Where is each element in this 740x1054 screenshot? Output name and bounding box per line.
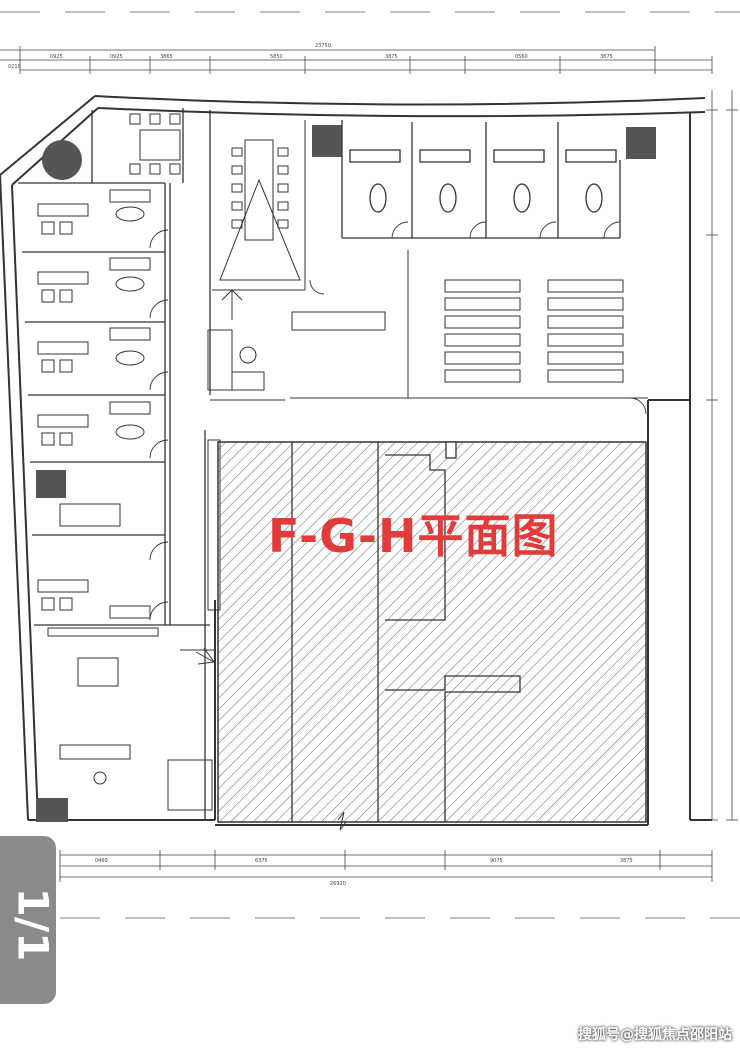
dimension-lines-right <box>706 90 738 821</box>
left-room-furniture <box>37 189 159 785</box>
source-watermark: 搜狐号@搜狐焦点邵阳站 <box>578 1027 732 1043</box>
svg-text:0460: 0460 <box>95 858 108 864</box>
dimension-lines-top <box>0 46 713 74</box>
break-line <box>337 811 347 831</box>
building-outline <box>0 95 712 826</box>
dimension-lines-bottom <box>59 850 713 882</box>
entry-arrows <box>195 289 243 665</box>
svg-text:0925: 0925 <box>110 54 123 60</box>
page-guide-lines <box>0 11 740 919</box>
svg-text:26920: 26920 <box>330 881 346 887</box>
reception-area <box>207 311 386 401</box>
svg-text:6375: 6375 <box>255 858 268 864</box>
corridor <box>167 439 221 811</box>
svg-text:0210: 0210 <box>8 64 21 70</box>
svg-text:9075: 9075 <box>490 858 503 864</box>
top-right-offices <box>341 120 621 239</box>
hatched-area <box>217 441 647 823</box>
left-office-rooms <box>18 108 211 820</box>
svg-text:3875: 3875 <box>385 54 398 60</box>
small-meeting-room <box>129 113 181 175</box>
svg-text:3875: 3875 <box>620 858 633 864</box>
open-workstations <box>290 250 648 399</box>
plan-title: F-G-H平面图 <box>268 509 559 563</box>
page-indicator-text: 1/1 <box>8 887 58 962</box>
svg-text:3875: 3875 <box>600 54 613 60</box>
door-swings <box>149 221 647 621</box>
svg-text:3865: 3865 <box>160 54 173 60</box>
svg-text:23750: 23750 <box>315 43 331 49</box>
page-indicator-badge: 1/1 <box>0 836 58 1004</box>
svg-text:0560: 0560 <box>515 54 528 60</box>
dimension-ticks-text: 0210 0925 0925 3865 5850 23750 3875 0560… <box>8 43 633 887</box>
structural-columns <box>36 125 656 822</box>
svg-text:0925: 0925 <box>50 54 63 60</box>
conference-room <box>212 120 306 291</box>
svg-text:5850: 5850 <box>270 54 283 60</box>
